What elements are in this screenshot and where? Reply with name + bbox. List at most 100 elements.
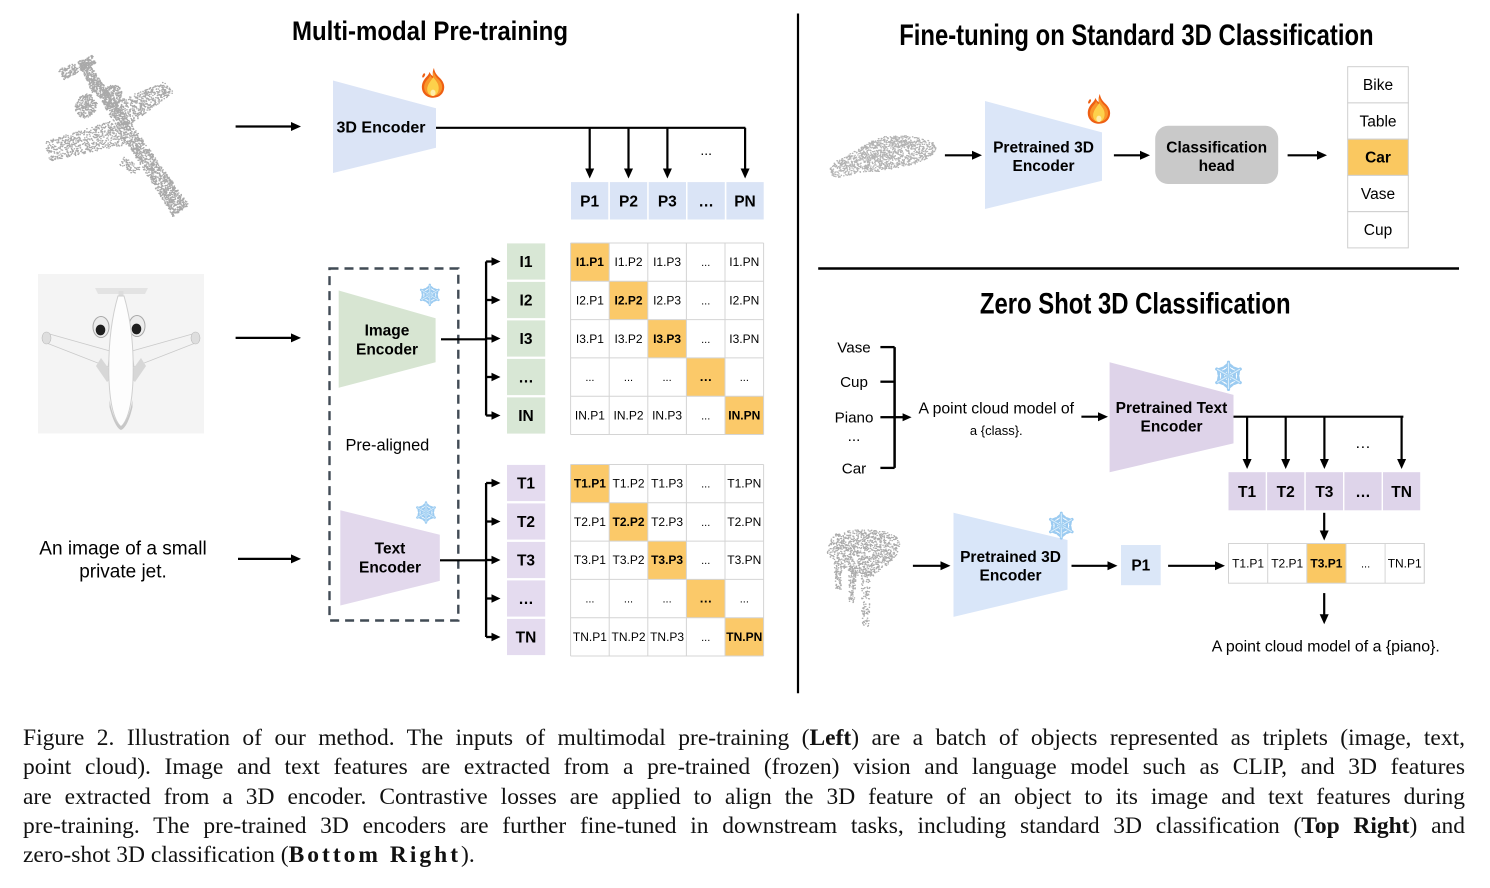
svg-text:...: ... [700,142,712,158]
svg-text:Fine-tuning on Standard 3D Cla: Fine-tuning on Standard 3D Classificatio… [899,19,1373,52]
svg-text:Vase: Vase [837,339,871,356]
svg-text:...: ... [701,479,710,491]
svg-text:I1: I1 [520,254,533,271]
svg-text:…: … [699,591,712,606]
svg-text:...: ... [701,555,710,567]
svg-text:T1.PN: T1.PN [727,477,761,491]
svg-text:I1.P2: I1.P2 [614,255,642,269]
svg-text:Encoder: Encoder [1140,419,1202,436]
svg-text:T1: T1 [517,476,535,493]
svg-text:T3.PN: T3.PN [727,553,761,567]
svg-text:T3.P2: T3.P2 [612,553,644,567]
svg-text:...: ... [848,428,861,445]
svg-text:Car: Car [842,460,866,477]
svg-text:TN.P3: TN.P3 [650,630,684,644]
svg-text:P1: P1 [580,194,599,211]
svg-text:Image: Image [365,323,410,340]
svg-text:IN.PN: IN.PN [728,408,760,422]
svg-text:I1.PN: I1.PN [729,255,759,269]
svg-text:a {class}.: a {class}. [970,423,1023,438]
svg-text:I2: I2 [520,293,533,310]
svg-text:…: … [1355,435,1371,452]
svg-text:P1: P1 [1131,558,1150,575]
svg-text:I2.PN: I2.PN [729,293,759,307]
svg-text:Cup: Cup [1364,222,1392,239]
svg-text:I3.P3: I3.P3 [653,332,681,346]
svg-text:T1.P2: T1.P2 [612,477,644,491]
svg-text:T3.P1: T3.P1 [1310,556,1342,570]
svg-text:Car: Car [1365,150,1391,167]
svg-text:Encoder: Encoder [359,560,421,577]
svg-text:Multi-modal Pre-training: Multi-modal Pre-training [292,16,568,46]
svg-text:Text: Text [375,541,406,558]
svg-text:…: … [1355,484,1371,501]
svg-text:T1.P1: T1.P1 [1232,556,1264,570]
svg-text:...: ... [1361,558,1370,570]
svg-text:T1.P3: T1.P3 [651,477,683,491]
svg-text:Pretrained 3D: Pretrained 3D [960,549,1061,566]
svg-text:...: ... [701,257,710,269]
svg-text:...: ... [663,594,672,606]
svg-text:PN: PN [734,194,756,211]
svg-text:I1.P1: I1.P1 [576,255,604,269]
svg-text:...: ... [624,372,633,384]
svg-text:…: … [698,194,714,211]
svg-text:Pretrained 3D: Pretrained 3D [993,140,1094,157]
svg-text:…: … [518,370,534,387]
svg-text:Piano: Piano [835,410,874,427]
svg-text:...: ... [701,334,710,346]
svg-text:T3.P1: T3.P1 [574,553,606,567]
svg-text:I2.P3: I2.P3 [653,293,681,307]
svg-text:...: ... [740,372,749,384]
svg-text:P2: P2 [619,194,638,211]
svg-text:...: ... [701,517,710,529]
svg-text:T3.P3: T3.P3 [651,553,683,567]
svg-text:I2.P2: I2.P2 [614,293,642,307]
svg-text:IN.P2: IN.P2 [613,408,643,422]
svg-text:T2: T2 [517,514,535,531]
svg-text:IN: IN [518,408,534,425]
svg-text:I3.PN: I3.PN [729,332,759,346]
svg-text:I3.P2: I3.P2 [614,332,642,346]
svg-text:Classification: Classification [1166,140,1267,157]
svg-text:3D Encoder: 3D Encoder [337,120,426,137]
svg-text:private jet.: private jet. [79,562,167,583]
svg-text:...: ... [701,410,710,422]
svg-text:T1: T1 [1238,484,1256,501]
svg-text:...: ... [585,594,594,606]
svg-text:T3: T3 [517,553,535,570]
svg-text:TN.P1: TN.P1 [573,630,607,644]
svg-text:T3: T3 [1315,484,1333,501]
svg-text:...: ... [663,372,672,384]
svg-text:TN: TN [1391,484,1412,501]
svg-text:A point cloud model of a {pian: A point cloud model of a {piano}. [1212,639,1440,656]
svg-text:...: ... [701,295,710,307]
svg-text:T2.P1: T2.P1 [1271,556,1303,570]
svg-text:An image of a small: An image of a small [39,539,206,560]
svg-text:...: ... [701,632,710,644]
svg-text:I3.P1: I3.P1 [576,332,604,346]
svg-text:Pretrained Text: Pretrained Text [1116,400,1228,417]
svg-text:…: … [518,591,534,608]
svg-text:Pre-aligned: Pre-aligned [346,437,430,455]
svg-text:T2.P3: T2.P3 [651,515,683,529]
svg-text:Encoder: Encoder [979,568,1041,585]
svg-text:TN: TN [516,630,537,647]
svg-text:T2.P2: T2.P2 [612,515,644,529]
svg-text:A point cloud model of: A point cloud model of [919,401,1075,418]
svg-text:...: ... [585,372,594,384]
svg-text:Encoder: Encoder [1012,158,1074,175]
svg-text:…: … [699,369,712,384]
svg-text:Vase: Vase [1361,186,1395,203]
svg-text:Bike: Bike [1363,77,1393,94]
svg-text:P3: P3 [658,194,677,211]
svg-text:...: ... [624,594,633,606]
svg-text:I2.P1: I2.P1 [576,293,604,307]
svg-text:Table: Table [1359,113,1396,130]
svg-text:Cup: Cup [840,374,868,391]
svg-text:IN.P3: IN.P3 [652,408,682,422]
svg-text:...: ... [740,594,749,606]
svg-text:Encoder: Encoder [356,341,418,358]
svg-text:TN.PN: TN.PN [726,630,762,644]
svg-text:IN.P1: IN.P1 [575,408,605,422]
